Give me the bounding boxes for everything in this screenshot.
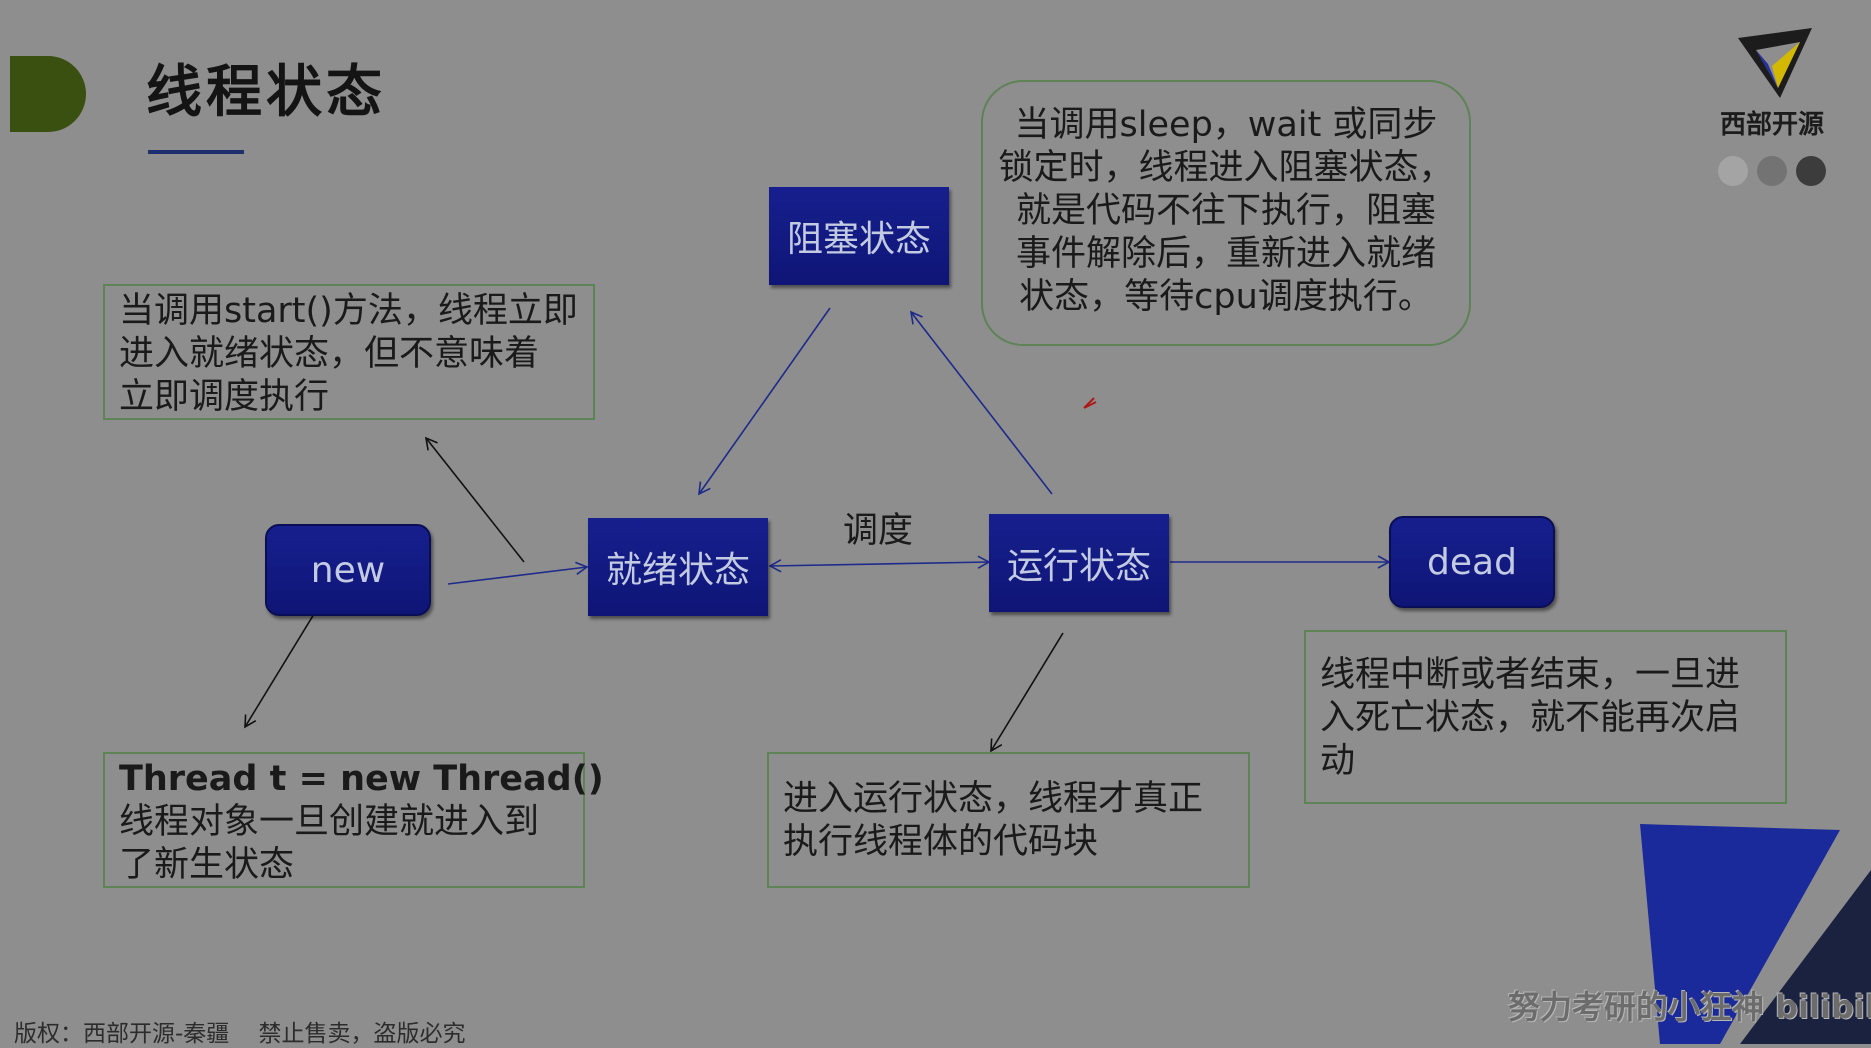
note-running-line: 进入运行状态，线程才真正 (783, 779, 1204, 819)
corner-decoration (1640, 824, 1871, 1044)
note-start-line: 进入就绪状态，但不意味着 (119, 334, 540, 374)
arrow-blocked-to-ready (698, 307, 831, 496)
note-blocked: 当调用sleep，wait 或同步 锁定时，线程进入阻塞状态， 就是代码不往下执… (981, 80, 1471, 346)
slide-dot-1 (1718, 156, 1748, 186)
bilibili-watermark: 努力考研的小狂神 bilibili (1508, 988, 1871, 1026)
arrow-to-new-note (244, 613, 315, 729)
arrow-new-to-ready (447, 561, 589, 585)
arrow-to-running-note (990, 632, 1064, 753)
note-new-line: 线程对象一旦创建就进入到 (119, 802, 540, 842)
note-start: 当调用start()方法，线程立即 进入就绪状态，但不意味着 立即调度执行 (103, 284, 595, 420)
title-underline (148, 150, 244, 154)
note-dead-line: 入死亡状态，就不能再次启 (1320, 698, 1741, 738)
state-dead: dead (1389, 516, 1555, 608)
triangle-v-logo-icon (1738, 28, 1812, 98)
note-start-line: 立即调度执行 (119, 377, 330, 417)
note-running-line: 执行线程体的代码块 (783, 822, 1099, 862)
note-new-line: 了新生状态 (119, 845, 295, 885)
note-blocked-line: 锁定时，线程进入阻塞状态， (998, 148, 1454, 188)
note-new-code: Thread t = new Thread() (119, 759, 604, 799)
note-running: 进入运行状态，线程才真正 执行线程体的代码块 (767, 752, 1250, 888)
state-ready: 就绪状态 (588, 518, 768, 616)
logo-text: 西部开源 (1719, 110, 1824, 140)
state-new: new (265, 524, 431, 616)
note-dead-line: 线程中断或者结束，一旦进 (1320, 655, 1741, 695)
note-blocked-line: 状态，等待cpu调度执行。 (1019, 277, 1433, 317)
note-blocked-line: 事件解除后，重新进入就绪 (1015, 234, 1436, 274)
state-blocked: 阻塞状态 (769, 187, 949, 285)
note-start-line: 当调用start()方法，线程立即 (119, 291, 578, 331)
note-dead: 线程中断或者结束，一旦进 入死亡状态，就不能再次启 动 (1304, 630, 1787, 804)
title-accent-tab (10, 56, 86, 132)
footer-copyright: 版权：西部开源-秦疆 禁止售卖，盗版必究 (14, 1021, 466, 1047)
pen-mark (1083, 397, 1097, 409)
page-title: 线程状态 (146, 60, 386, 125)
note-new: Thread t = new Thread() 线程对象一旦创建就进入到 了新生… (103, 752, 604, 888)
slide-dot-3 (1796, 156, 1826, 186)
arrow-ready-running (768, 555, 991, 573)
arrow-running-to-blocked (909, 310, 1053, 495)
note-blocked-line: 就是代码不往下执行，阻塞 (1015, 191, 1436, 231)
state-running: 运行状态 (989, 514, 1169, 612)
slide-dot-2 (1757, 156, 1787, 186)
note-blocked-line: 当调用sleep，wait 或同步 (1014, 105, 1438, 145)
note-dead-line: 动 (1320, 741, 1356, 781)
arrow-to-start-note (424, 436, 525, 563)
edge-label-schedule: 调度 (843, 511, 914, 551)
